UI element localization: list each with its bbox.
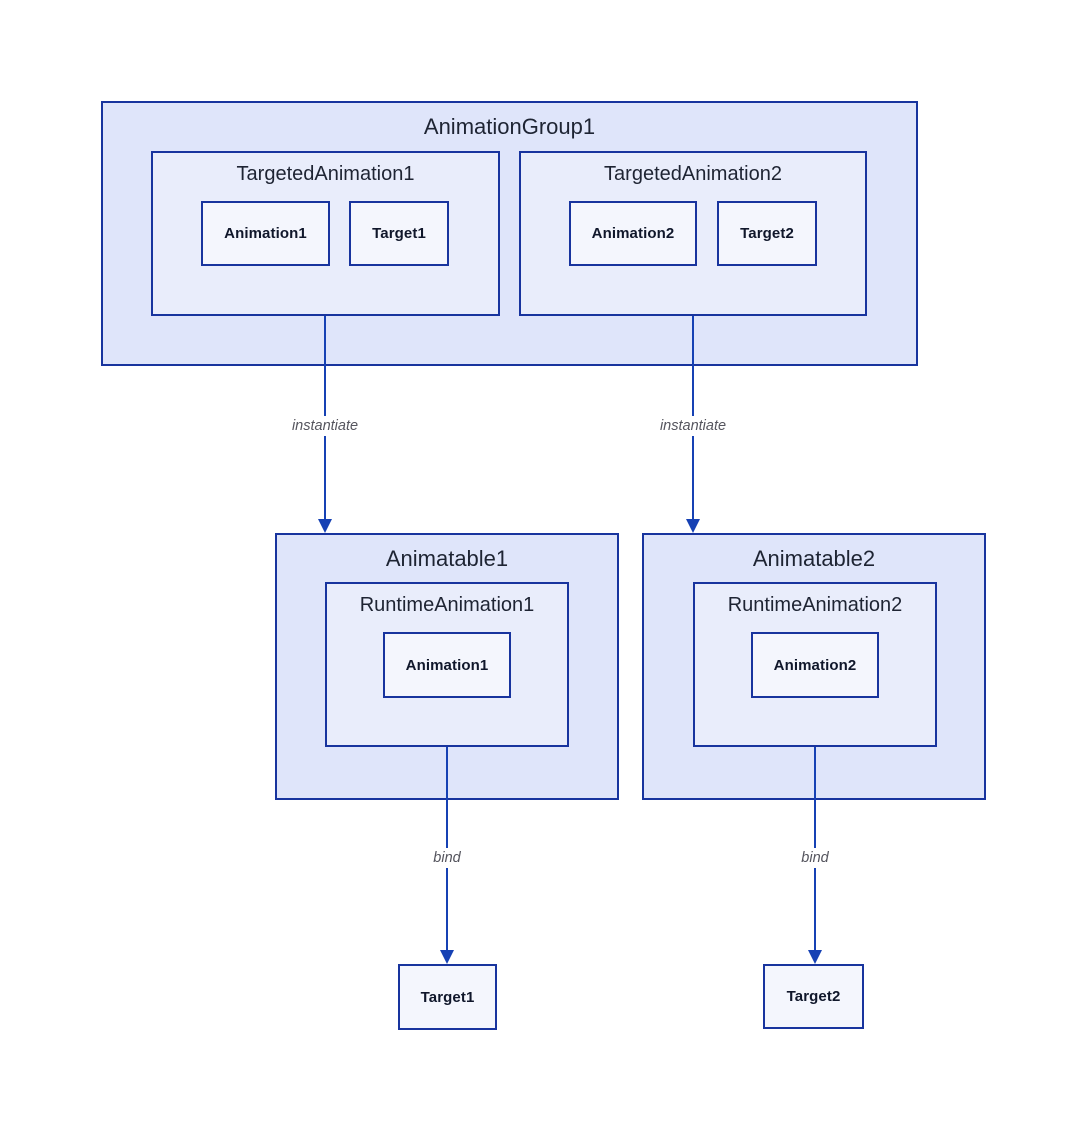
runtime-animation1-title: RuntimeAnimation1 [359, 594, 535, 616]
animatable2-title: Animatable2 [752, 546, 876, 571]
animatable1-box: Animatable1 RuntimeAnimation1 Animation1 [275, 533, 619, 800]
edge-instantiate1-arrowhead-icon [318, 519, 332, 533]
edge-bind2-arrowhead-icon [808, 950, 822, 964]
edge-bind2-label: bind [794, 848, 836, 868]
target1-label: Target1 [420, 988, 475, 1006]
edge-instantiate1-label: instantiate [284, 416, 366, 436]
edge-instantiate2-label: instantiate [652, 416, 734, 436]
targeted-animation2-animation-box: Animation2 [569, 201, 697, 266]
target2-box: Target2 [763, 964, 864, 1029]
targeted-animation2-target-label: Target2 [740, 225, 794, 242]
edge-bind1-label: bind [426, 848, 468, 868]
runtime-animation1-animation-label: Animation1 [405, 656, 489, 674]
animation-group1-box: AnimationGroup1 TargetedAnimation1 Anima… [101, 101, 918, 366]
animation-group1-title: AnimationGroup1 [423, 114, 596, 139]
targeted-animation1-title: TargetedAnimation1 [236, 163, 415, 185]
runtime-animation2-animation-label: Animation2 [773, 656, 857, 674]
targeted-animation2-animation-label: Animation2 [591, 225, 675, 242]
targeted-animation1-animation-label: Animation1 [224, 225, 307, 242]
runtime-animation1-box: RuntimeAnimation1 Animation1 [325, 582, 569, 747]
target1-box: Target1 [398, 964, 497, 1030]
targeted-animation2-box: TargetedAnimation2 Animation2 Target2 [519, 151, 867, 316]
animatable1-title: Animatable1 [385, 546, 509, 571]
runtime-animation2-title: RuntimeAnimation2 [727, 594, 903, 616]
targeted-animation2-title: TargetedAnimation2 [604, 163, 782, 185]
runtime-animation2-animation-box: Animation2 [751, 632, 879, 698]
runtime-animation2-box: RuntimeAnimation2 Animation2 [693, 582, 937, 747]
edge-bind1-arrowhead-icon [440, 950, 454, 964]
runtime-animation1-animation-box: Animation1 [383, 632, 511, 698]
target2-label: Target2 [786, 988, 841, 1005]
targeted-animation1-box: TargetedAnimation1 Animation1 Target1 [151, 151, 500, 316]
targeted-animation2-target-box: Target2 [717, 201, 817, 266]
targeted-animation1-target-box: Target1 [349, 201, 449, 266]
targeted-animation1-target-label: Target1 [372, 225, 426, 242]
edge-instantiate2-arrowhead-icon [686, 519, 700, 533]
targeted-animation1-animation-box: Animation1 [201, 201, 330, 266]
